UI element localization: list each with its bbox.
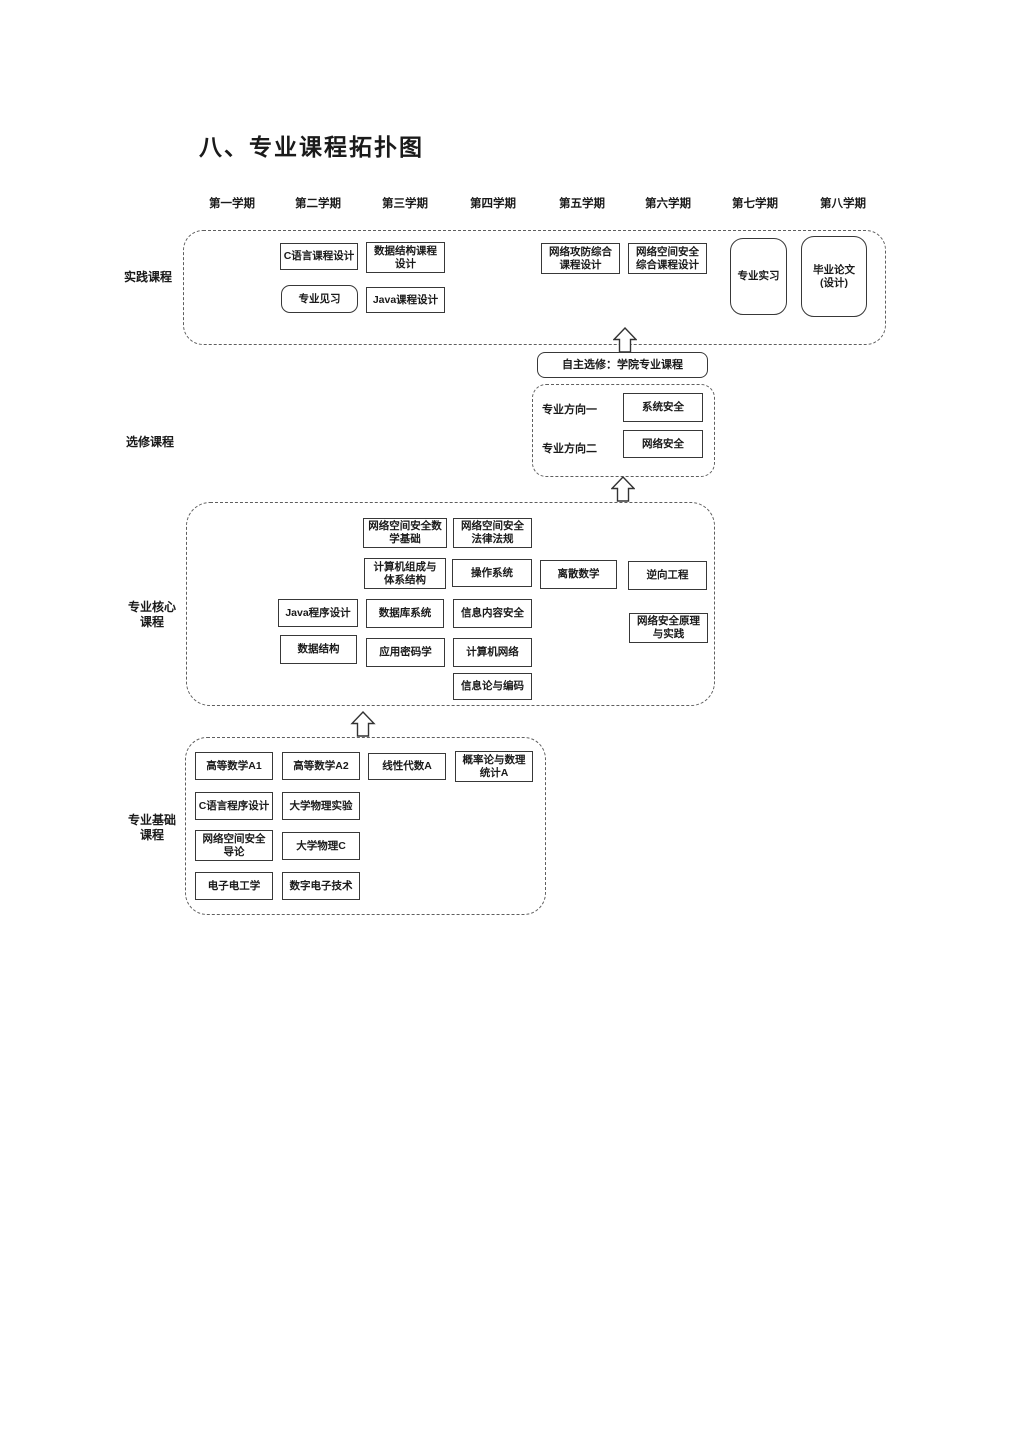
course-box: 专业见习 <box>281 285 358 313</box>
up-arrow-icon <box>611 476 635 502</box>
course-box: 线性代数A <box>368 753 446 780</box>
practice-section-label: 实践课程 <box>123 270 172 284</box>
course-box: C语言程序设计 <box>195 792 273 820</box>
course-box: 信息内容安全 <box>453 599 532 628</box>
course-box: 逆向工程 <box>628 561 707 590</box>
course-box: C语言课程设计 <box>280 243 358 270</box>
core-section-label: 专业核心 课程 <box>127 600 176 629</box>
semester-header-8: 第八学期 <box>820 198 866 210</box>
semester-header-2: 第二学期 <box>295 198 341 210</box>
course-box: 大学物理C <box>282 832 360 860</box>
course-box: 网络安全原理 与实践 <box>629 613 708 643</box>
basic-section-container <box>185 737 546 915</box>
course-box: 毕业论文 (设计) <box>801 236 867 317</box>
semester-header-4: 第四学期 <box>470 198 516 210</box>
course-box: 数据结构 <box>280 635 357 664</box>
semester-header-6: 第六学期 <box>645 198 691 210</box>
page-title: 八、专业课程拓扑图 <box>199 134 424 160</box>
elective-direction-container <box>532 384 715 477</box>
track-label: 专业方向二 <box>542 443 597 455</box>
semester-header-7: 第七学期 <box>732 198 778 210</box>
course-box: Java课程设计 <box>366 287 445 313</box>
course-box: 高等数学A2 <box>282 752 360 780</box>
course-box: 网络安全 <box>623 430 703 458</box>
course-box: 网络空间安全 综合课程设计 <box>628 243 707 274</box>
course-box: 高等数学A1 <box>195 752 273 780</box>
course-box: 专业实习 <box>730 238 787 315</box>
basic-section-label: 专业基础 课程 <box>127 813 176 842</box>
course-box: 数据结构课程 设计 <box>366 242 445 273</box>
elective-section-label: 选修课程 <box>125 435 174 449</box>
core-section-container <box>186 502 715 706</box>
semester-header-5: 第五学期 <box>559 198 605 210</box>
semester-header-1: 第一学期 <box>209 198 255 210</box>
practice-section-container <box>183 230 886 345</box>
course-box: 数字电子技术 <box>282 872 360 900</box>
course-box: 操作系统 <box>452 559 532 587</box>
course-box: 信息论与编码 <box>453 673 532 700</box>
course-box: 概率论与数理 统计A <box>455 751 533 782</box>
semester-header-3: 第三学期 <box>382 198 428 210</box>
course-box: 网络空间安全 导论 <box>195 830 273 861</box>
up-arrow-icon <box>613 327 637 353</box>
course-box: 大学物理实验 <box>282 792 360 820</box>
course-box: 网络空间安全数 学基础 <box>363 518 447 548</box>
course-box: 计算机网络 <box>453 638 532 667</box>
course-box: 网络攻防综合 课程设计 <box>541 243 620 274</box>
course-box: 网络空间安全 法律法规 <box>453 518 532 548</box>
course-box: 离散数学 <box>540 560 617 589</box>
course-box: 电子电工学 <box>195 872 273 900</box>
course-box: 计算机组成与 体系结构 <box>364 558 446 589</box>
course-box: Java程序设计 <box>278 599 358 627</box>
self-select-box: 自主选修：学院专业课程 <box>537 352 708 378</box>
course-box: 数据库系统 <box>366 599 444 628</box>
course-box: 系统安全 <box>623 393 703 422</box>
course-box: 应用密码学 <box>366 638 445 667</box>
up-arrow-icon <box>350 711 376 737</box>
track-label: 专业方向一 <box>542 404 597 416</box>
